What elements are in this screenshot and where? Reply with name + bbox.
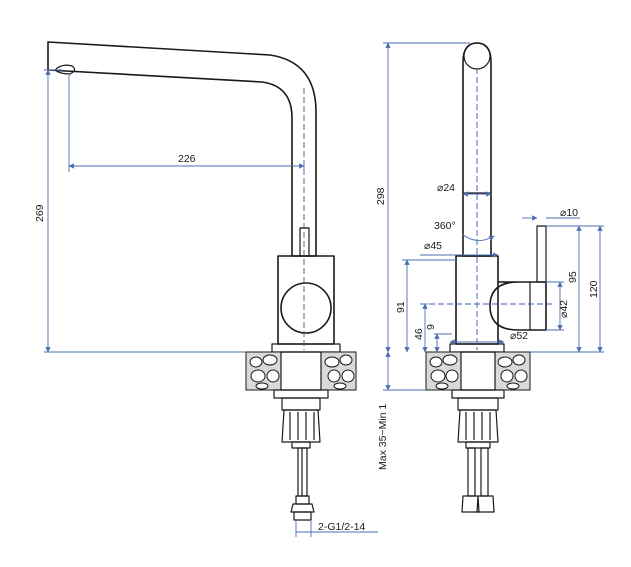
side-spout [47,41,317,257]
side-aerator [54,64,76,75]
dim-dia-handle: ⌀42 [558,300,570,318]
dim-body-9: 9 [425,324,437,330]
dim-body-91: 91 [395,301,407,313]
dim-reach: 226 [178,153,196,165]
dim-dia-collar: ⌀45 [424,240,442,252]
side-view: 226 269 2-G1/2-14 [34,41,378,537]
dim-dia-top: ⌀24 [437,182,455,194]
dim-deck-thickness: Max 35~Min 1 [377,404,389,470]
dim-height-side: 269 [34,204,46,222]
front-lever [536,225,547,283]
dim-rotation: 360° [434,220,456,232]
dim-dia-lever: ⌀10 [560,207,578,219]
dim-thread: 2-G1/2-14 [318,521,365,533]
dim-height-front: 298 [375,187,387,205]
dim-lever-95: 95 [567,271,579,283]
front-view: 298 Max 35~Min 1 ⌀24 360° ⌀45 ⌀10 95 120… [375,42,604,513]
side-handle-knob [280,282,332,334]
dim-dia-base: ⌀52 [510,330,528,342]
dim-body-46: 46 [413,328,425,340]
front-handle [489,281,547,331]
dim-lever-120: 120 [588,280,600,298]
side-body [277,255,335,345]
